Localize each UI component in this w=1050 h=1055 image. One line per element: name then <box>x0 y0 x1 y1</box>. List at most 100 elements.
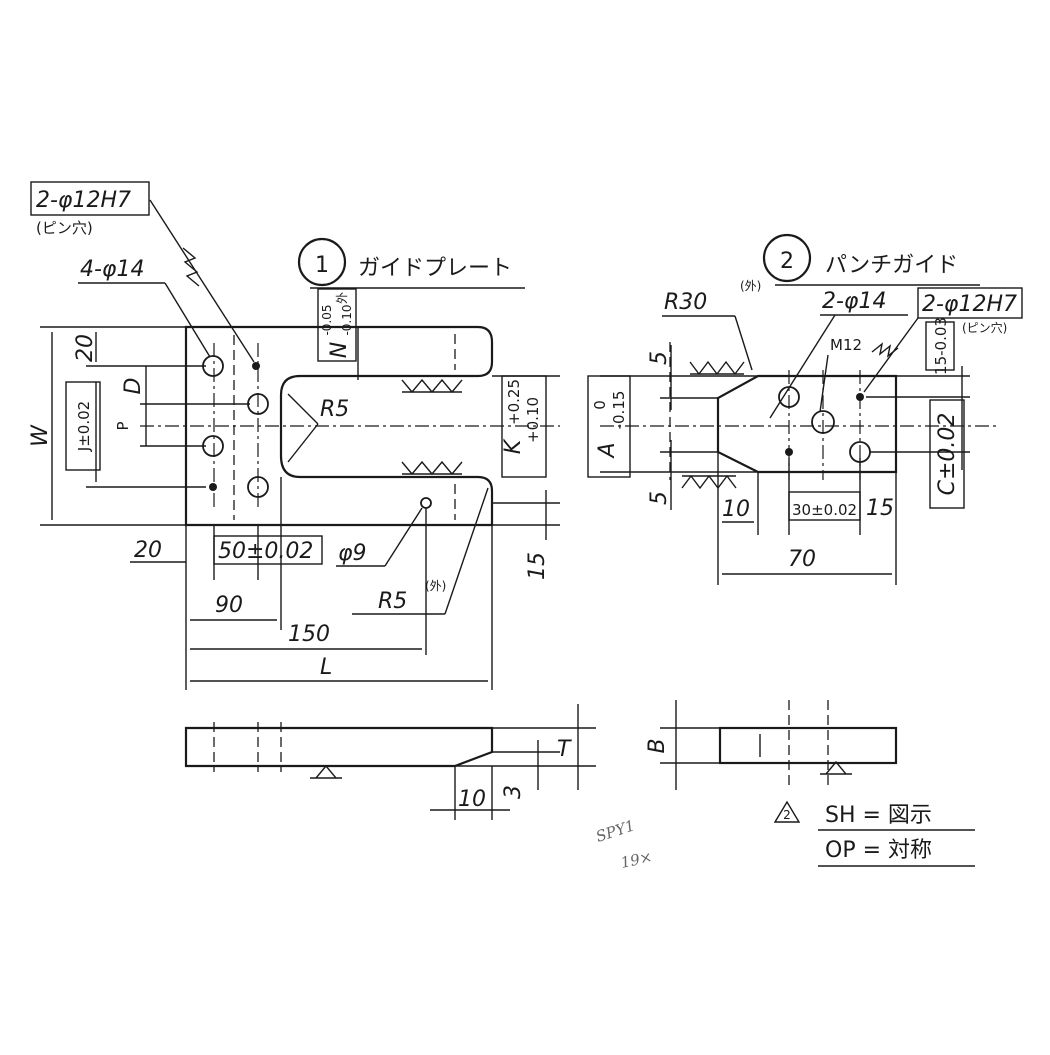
part2-dim-A: A <box>595 442 620 459</box>
part1-dim-right-15: 15 <box>525 552 550 580</box>
part2-finish-mark-bottom <box>681 474 737 490</box>
part2-dim-5-bottom: 5 <box>647 491 672 505</box>
part1-pin-hole-b <box>209 483 217 491</box>
part1-side-finish-mark <box>310 764 342 779</box>
pencil-line-1: SPY1 <box>594 816 637 845</box>
part1-number: 1 <box>315 253 329 278</box>
part1-dim-K: K <box>501 438 526 454</box>
part2-30-box <box>788 491 861 521</box>
part2-dim-10: 10 <box>722 497 750 522</box>
part2-radius-note: (外) <box>740 279 761 293</box>
part1-side-outline <box>184 726 494 768</box>
part1-pin-leader <box>149 199 255 363</box>
part2-15-box <box>925 321 955 371</box>
part2-pin-callout-box <box>917 287 1023 319</box>
part2-number: 2 <box>780 249 794 274</box>
part2-a-tol-upper: 0 <box>591 400 609 410</box>
part1-holes-leader <box>164 282 211 358</box>
part2-radius-callout: R30 <box>664 290 707 315</box>
part2-thread-leader <box>819 354 829 413</box>
part2-pin-callout-note: (ピン穴) <box>962 320 1007 335</box>
part1-dim-T: T <box>557 737 572 762</box>
part2-number-circle <box>762 233 812 283</box>
part2-dim-70: 70 <box>788 547 816 572</box>
part1-dim-L: L <box>320 655 332 680</box>
part1-n-tol-box <box>317 288 357 362</box>
part2-thread-callout: M12 <box>830 336 862 354</box>
part1-dim-left-20: 20 <box>134 538 162 563</box>
part2-dim-15: 15 <box>866 496 894 521</box>
part2-holes-leader <box>769 314 836 419</box>
part1-dim-D: D <box>121 378 146 395</box>
part2-a-tol-lower: -0.15 <box>610 391 628 430</box>
part2-pin-leader <box>863 317 919 393</box>
part1-50-box <box>213 535 323 565</box>
part1-slot-radius-leaders <box>287 393 319 463</box>
part2-thread-m12 <box>811 410 835 434</box>
part2-pin-hole-b <box>785 448 793 456</box>
part1-small-hole-callout: φ9 <box>338 541 367 566</box>
part1-end-radius-note: (外) <box>425 579 446 593</box>
part2-dim-15-tol: 15-0.03 <box>932 317 950 375</box>
part1-holes-callout: 4-φ14 <box>80 257 144 282</box>
revision-triangle <box>773 800 801 823</box>
part1-guide-plate: 1 ガイドプレート 2-φ12H7 <box>28 181 596 820</box>
pencil-annotation: SPY1 19× <box>594 816 654 872</box>
part1-dim-3: 3 <box>501 785 526 799</box>
part2-side-outline <box>718 726 898 765</box>
part2-pin-callout: 2-φ12H7 <box>922 292 1017 317</box>
part2-c-box <box>929 399 965 509</box>
part1-dim-50: 50±0.02 <box>218 539 313 564</box>
notes-block: 2 SH = 図示 OP = 対称 <box>773 800 975 867</box>
part1-dim-150: 150 <box>288 622 330 647</box>
note-op: OP = 対称 <box>825 838 932 863</box>
part1-pin-callout-box <box>30 181 150 216</box>
part1-n-tol-upper: -0.05 <box>320 304 334 335</box>
part2-name: パンチガイド <box>825 253 958 278</box>
part1-dim-W: W <box>28 424 53 447</box>
part1-number-circle <box>297 237 347 287</box>
part2-radius-leader <box>734 315 753 371</box>
part2-dim-30: 30±0.02 <box>792 501 857 519</box>
part1-pin-callout: 2-φ12H7 <box>36 188 131 213</box>
part1-end-radius: R5 <box>378 589 407 614</box>
note-sh: SH = 図示 <box>825 803 932 828</box>
part1-k-tol-lower: +0.10 <box>524 397 542 443</box>
part1-dim-10: 10 <box>458 787 486 812</box>
part2-dim-5-top: 5 <box>647 351 672 365</box>
part1-dim-J: J±0.02 <box>75 401 93 452</box>
part1-hole-9 <box>420 497 432 509</box>
revision-mark: 2 <box>783 808 791 822</box>
part2-title: 2 パンチガイド <box>762 233 980 286</box>
part1-pin-callout-note: (ピン穴) <box>36 219 93 237</box>
part1-name: ガイドプレート <box>358 256 512 281</box>
part1-dim-top-20: 20 <box>73 334 98 362</box>
part2-finish-mark-callout <box>871 342 899 358</box>
part1-j-box <box>65 381 101 471</box>
part1-dim-P: P <box>114 421 132 430</box>
part2-holes-callout: 2-φ14 <box>822 289 886 314</box>
part1-dim-90: 90 <box>215 593 243 618</box>
part1-finish-mark-top <box>401 378 463 394</box>
part1-finish-mark-bottom <box>401 460 463 476</box>
part2-finish-mark-top <box>689 360 745 376</box>
part1-plan-outline <box>184 325 494 527</box>
part1-title: 1 ガイドプレート <box>297 237 525 289</box>
part1-pin-hole-a <box>252 362 260 370</box>
part2-side-finish-mark <box>820 760 852 775</box>
part2-punch-guide: 2 パンチガイド R30 (外) 2-φ14 <box>587 233 1023 790</box>
part1-slot-radius: R5 <box>320 397 349 422</box>
part1-small-hole-leader <box>384 507 423 567</box>
part1-n-tol-mark: 外 <box>335 292 349 304</box>
part1-hole-14-d <box>247 476 269 498</box>
part1-n-tol-lower: -0.10 <box>340 304 354 335</box>
part1-k-tol-upper: +0.25 <box>505 379 523 425</box>
part2-dim-C: C±0.02 <box>935 413 960 496</box>
part2-pin-hole-a <box>856 393 864 401</box>
part1-end-radius-leader <box>444 487 489 615</box>
part1-finish-mark-callout <box>182 247 200 287</box>
pencil-line-2: 19× <box>619 848 654 872</box>
part2-dim-B: B <box>645 738 670 753</box>
